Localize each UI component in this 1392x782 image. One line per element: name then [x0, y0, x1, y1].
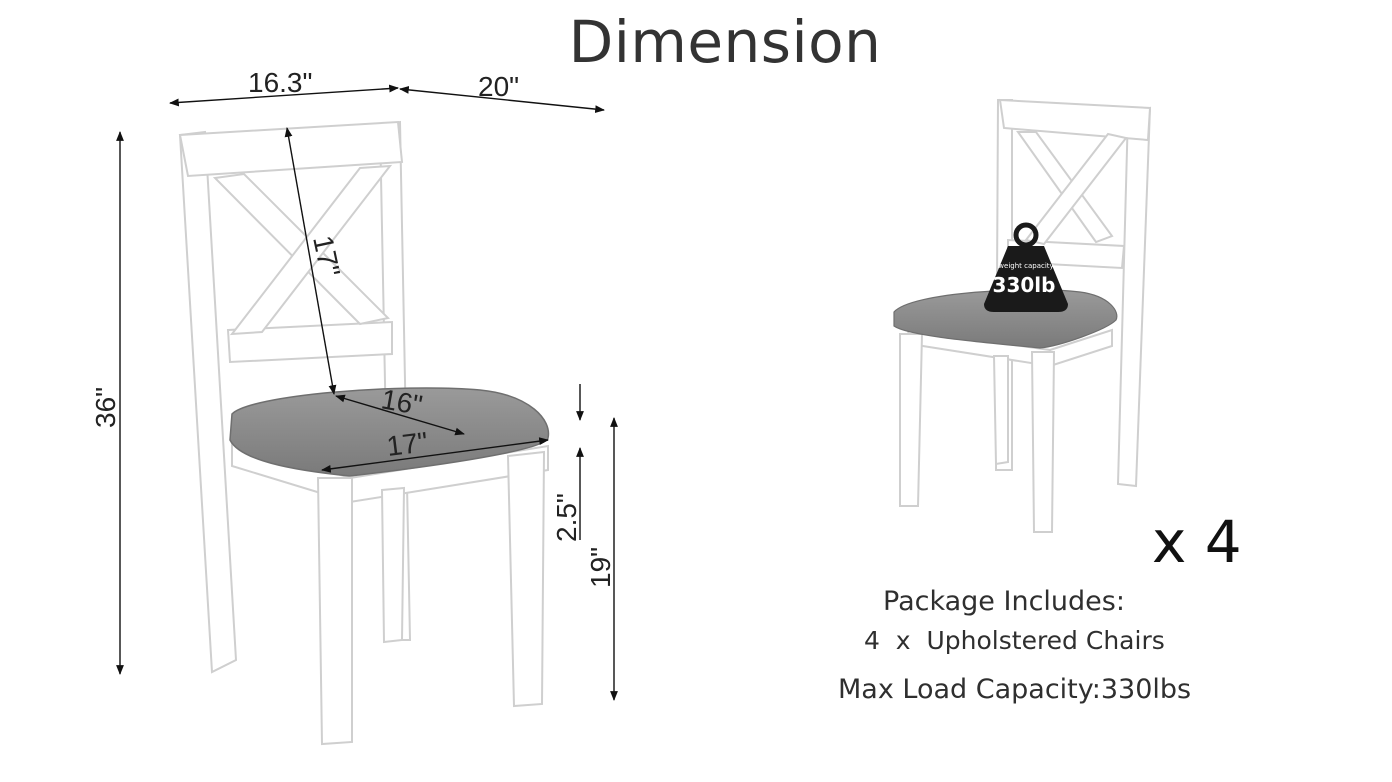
- small-front-leg-right: [1030, 351, 1056, 533]
- dim-back-height-line: [284, 127, 337, 395]
- dim-seat-width-label: 17": [385, 426, 430, 462]
- package-heading: Package Includes:: [883, 586, 1125, 617]
- dim-seat-width-line: [321, 437, 549, 473]
- small-back-cross-b: [1024, 132, 1128, 246]
- package-contents: 4 x Upholstered Chairs: [864, 626, 1165, 655]
- dim-seat-height-label: 19": [585, 547, 616, 588]
- weight-badge-label: weight capacity: [998, 262, 1053, 270]
- small-back-post-right: [1116, 106, 1152, 488]
- small-rear-leg-left: [992, 355, 1009, 466]
- weight-badge-body: [984, 246, 1068, 312]
- page-title: Dimension: [568, 8, 882, 76]
- dim-seat-depth-label: 16": [379, 383, 425, 421]
- dim-top-depth-line: [399, 86, 605, 113]
- small-front-leg-left: [899, 333, 924, 507]
- quantity-label: x 4: [1152, 508, 1242, 576]
- dim-top-width-label: 16.3": [248, 67, 312, 98]
- back-post-left: [178, 130, 238, 674]
- max-load-capacity: Max Load Capacity:330lbs: [838, 674, 1192, 705]
- weight-badge-value: 330lb: [993, 273, 1056, 297]
- dim-top-width-line: [169, 84, 399, 107]
- weight-badge-ring: [1013, 222, 1039, 248]
- rear-leg-right: [380, 486, 406, 644]
- weight-badge: weight capacity 330lb: [984, 222, 1068, 312]
- dim-total-height-label: 36": [90, 387, 121, 428]
- small-top-rail: [998, 98, 1152, 142]
- dim-seat-depth-line: [335, 394, 465, 436]
- dim-top-depth-label: 20": [478, 71, 519, 102]
- front-leg-right: [506, 450, 546, 708]
- dim-seat-thickness-label: 2.5": [551, 493, 582, 542]
- front-leg-left: [316, 477, 353, 746]
- dimension-lines: [116, 84, 618, 701]
